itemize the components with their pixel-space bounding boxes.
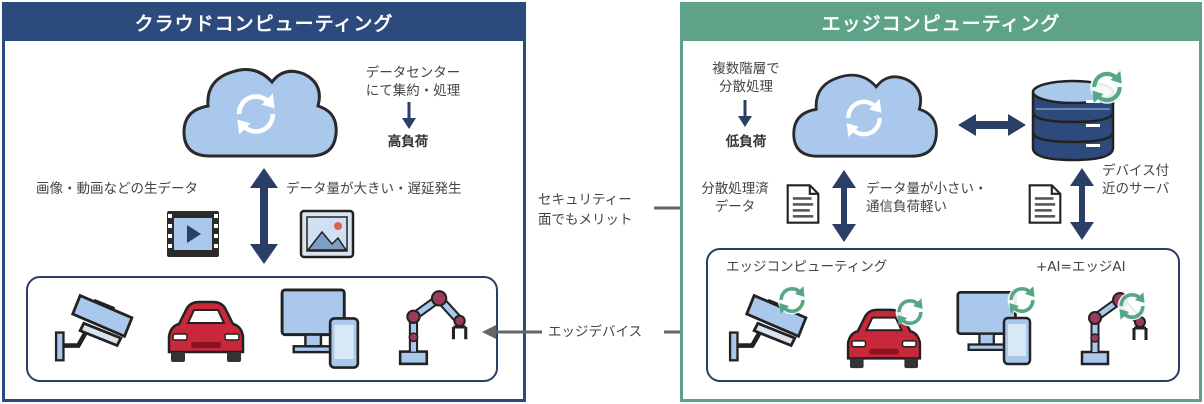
datacenter-note-line1: データセンター — [365, 65, 461, 81]
high-load-label: 高負荷 — [387, 134, 429, 150]
server-icon — [1031, 79, 1115, 162]
security-line1: セキュリティー — [538, 192, 632, 208]
processed-line2: データ — [714, 199, 756, 215]
datacenter-note-line2: にて集約・処理 — [365, 83, 461, 99]
bidirectional-arrow — [250, 168, 278, 264]
edge-camera-sync-icon — [774, 282, 810, 318]
server-line1: デバイス付 — [1102, 163, 1170, 179]
smartphone-icon — [328, 316, 360, 370]
down-arrow-small-edge — [738, 100, 752, 127]
edge-monitor-sync-icon — [1004, 282, 1040, 318]
processed-line1: 分散処理済 — [701, 181, 769, 197]
security-camera-icon — [52, 290, 136, 364]
edge-caption: エッジコンピューティング — [726, 259, 888, 275]
small-data-line1: データ量が小さい・ — [866, 181, 988, 197]
distributed-line1: 複数階層で — [712, 61, 780, 77]
edge-panel-title: エッジコンピューティング — [682, 4, 1200, 41]
large-data-label: データ量が大きい・遅延発生 — [286, 181, 462, 197]
low-load-label: 低負荷 — [725, 134, 767, 150]
server-bidirectional-arrow — [1070, 168, 1094, 240]
cloud-server-arrow — [958, 114, 1026, 136]
down-arrow-small — [402, 102, 416, 129]
edge-smartphone-icon — [1002, 316, 1032, 366]
edge-ai-caption: +AI=エッジAI — [1036, 259, 1126, 275]
edge-sync-icon — [838, 92, 890, 144]
edge-car-sync-icon — [892, 294, 928, 330]
server-sync-icon — [1086, 66, 1128, 108]
edge-bidirectional-arrow — [832, 170, 856, 242]
distributed-note: 複数階層で 分散処理 — [698, 60, 794, 96]
server-document-icon — [1028, 182, 1062, 226]
raw-data-label: 画像・動画などの生データ — [36, 181, 198, 197]
near-server-label: デバイス付 近のサーバ — [1102, 162, 1169, 198]
security-benefit-note: セキュリティー 面でもメリット — [538, 190, 633, 230]
small-data-label: データ量が小さい・ 通信負荷軽い — [866, 180, 988, 216]
cloud-panel-title: クラウドコンピューティング — [4, 4, 524, 41]
server-line2: 近のサーバ — [1102, 181, 1170, 197]
processed-data-label: 分散処理済 データ — [690, 180, 780, 216]
small-data-line2: 通信負荷軽い — [866, 199, 947, 215]
edge-devices-label: エッジデバイス — [548, 324, 643, 340]
robot-arm-icon — [394, 286, 476, 368]
edge-robot-sync-icon — [1114, 288, 1150, 324]
distributed-line2: 分散処理 — [719, 79, 773, 95]
sync-icon — [228, 86, 284, 142]
video-file-icon — [167, 211, 219, 257]
car-icon — [160, 296, 252, 366]
document-icon — [786, 182, 820, 226]
image-file-icon — [299, 209, 355, 259]
security-line2: 面でもメリット — [538, 212, 633, 228]
datacenter-note: データセンター にて集約・処理 — [348, 64, 478, 100]
